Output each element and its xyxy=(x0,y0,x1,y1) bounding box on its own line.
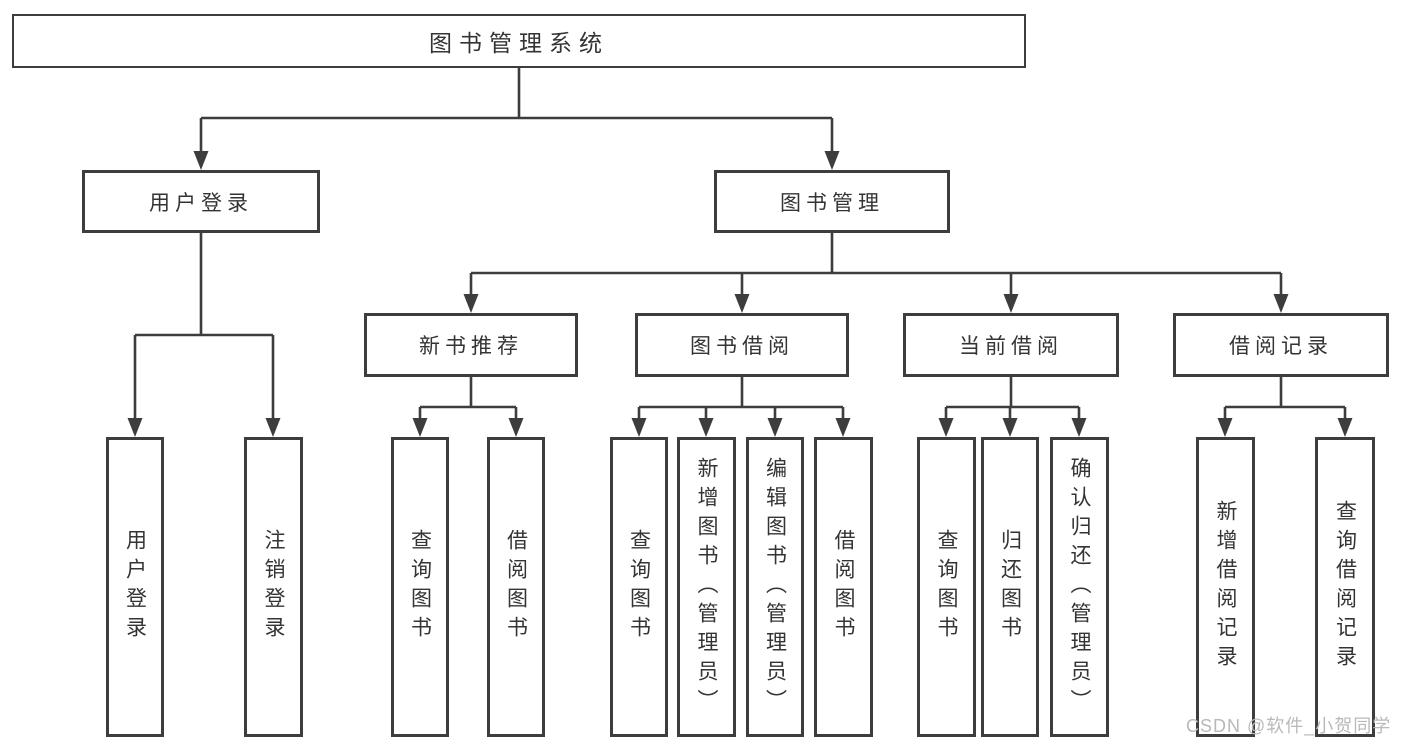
node-book-management: 图书管理 xyxy=(714,170,950,233)
arrowhead-icons xyxy=(127,151,1353,437)
leaf-search-books-borrowing: 查询图书 xyxy=(610,437,668,737)
leaf-add-books-admin: 新增图书（管理员） xyxy=(677,437,736,737)
node-user-login: 用户登录 xyxy=(82,170,320,233)
leaf-borrow-books: 借阅图书 xyxy=(814,437,873,737)
watermark: CSDN @软件_小贺同学 xyxy=(1186,716,1392,736)
node-borrowing-records: 借阅记录 xyxy=(1173,313,1389,377)
node-new-book-recommend: 新书推荐 xyxy=(364,313,578,377)
leaf-edit-books-admin: 编辑图书（管理员） xyxy=(746,437,804,737)
leaf-search-books-current: 查询图书 xyxy=(917,437,976,737)
node-current-borrowing: 当前借阅 xyxy=(903,313,1119,377)
leaf-user-login: 用户登录 xyxy=(106,437,164,737)
leaf-confirm-return-admin: 确认归还（管理员） xyxy=(1050,437,1109,737)
node-book-borrowing: 图书借阅 xyxy=(635,313,849,377)
leaf-logout-login: 注销登录 xyxy=(244,437,303,737)
leaf-search-borrow-record: 查询借阅记录 xyxy=(1315,437,1375,737)
leaf-search-books-recommend: 查询图书 xyxy=(391,437,449,737)
leaf-borrow-books-recommend: 借阅图书 xyxy=(487,437,545,737)
node-library-management-system: 图书管理系统 xyxy=(12,14,1026,68)
leaf-return-books: 归还图书 xyxy=(981,437,1039,737)
leaf-add-borrow-record: 新增借阅记录 xyxy=(1196,437,1255,737)
